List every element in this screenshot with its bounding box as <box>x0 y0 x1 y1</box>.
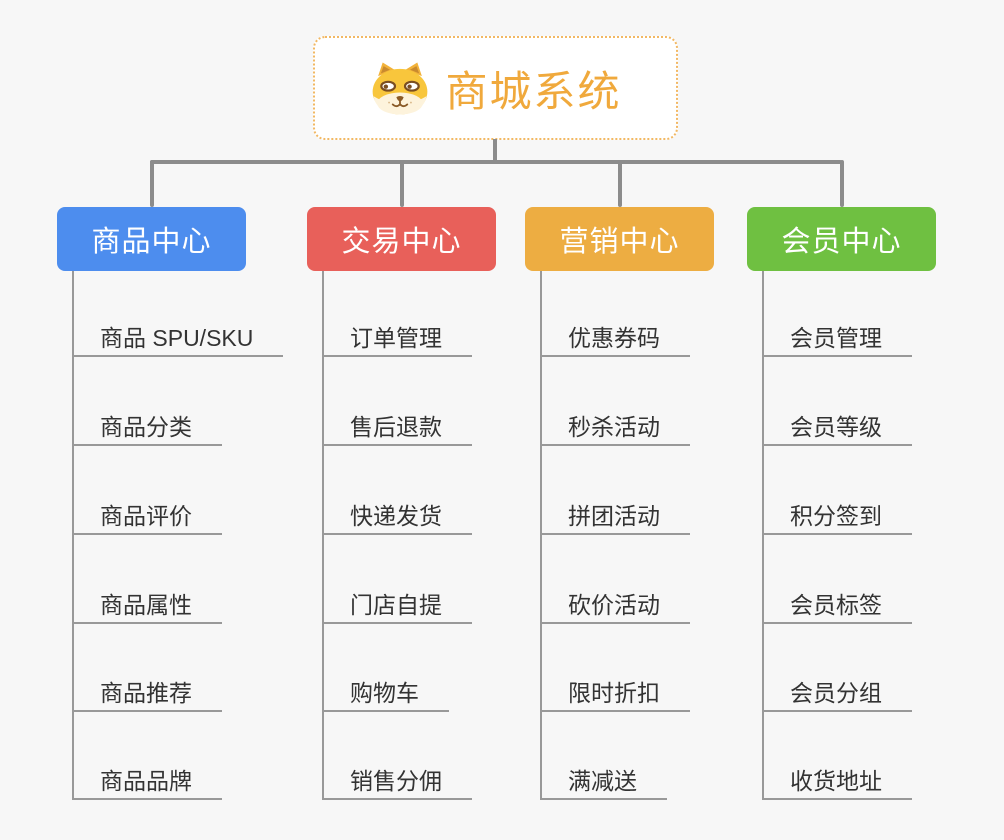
dog-face-icon <box>373 62 428 115</box>
child-node[interactable]: 砍价活动 <box>541 588 690 624</box>
child-node[interactable]: 购物车 <box>323 676 449 712</box>
root-node[interactable]: 商城系统 <box>313 36 678 140</box>
connector-drop-member <box>840 160 844 207</box>
connector-drop-marketing <box>618 160 622 207</box>
child-node[interactable]: 积分签到 <box>763 499 912 535</box>
child-node[interactable]: 商品 SPU/SKU <box>73 321 284 357</box>
connector-root-stem <box>493 139 497 163</box>
child-node[interactable]: 收货地址 <box>763 764 912 800</box>
branch-label: 交易中心 <box>341 226 462 258</box>
child-node[interactable]: 限时折扣 <box>541 676 690 712</box>
child-node[interactable]: 会员管理 <box>763 321 912 357</box>
child-node[interactable]: 商品属性 <box>73 588 222 624</box>
connector-rail <box>150 160 842 164</box>
child-node[interactable]: 商品评价 <box>73 499 222 535</box>
branch-node-trade-center[interactable]: 交易中心 <box>307 207 496 271</box>
branch-column-product: 商品中心 商品 SPU/SKU 商品分类 商品评价 商品属性 商品推荐 商品品牌 <box>57 207 284 807</box>
branch-column-marketing: 营销中心 优惠券码 秒杀活动 拼团活动 砍价活动 限时折扣 满减送 <box>525 207 745 807</box>
child-node[interactable]: 会员分组 <box>763 676 912 712</box>
branch-node-product-center[interactable]: 商品中心 <box>57 207 246 271</box>
child-node[interactable]: 商品推荐 <box>73 676 222 712</box>
connector-drop-product <box>150 160 154 207</box>
root-node-title: 商城系统 <box>445 67 622 115</box>
child-node[interactable]: 订单管理 <box>323 321 472 357</box>
branch-column-trade: 交易中心 订单管理 售后退款 快递发货 门店自提 购物车 销售分佣 <box>307 207 527 807</box>
branch-column-member: 会员中心 会员管理 会员等级 积分签到 会员标签 会员分组 收货地址 <box>747 207 967 807</box>
branch-child-connector <box>72 271 74 800</box>
child-node[interactable]: 门店自提 <box>323 588 472 624</box>
branch-node-marketing-center[interactable]: 营销中心 <box>525 207 714 271</box>
branch-label: 会员中心 <box>781 226 902 258</box>
child-node[interactable]: 售后退款 <box>323 410 472 446</box>
child-node[interactable]: 优惠券码 <box>541 321 690 357</box>
branch-child-connector <box>322 271 324 800</box>
child-node[interactable]: 会员等级 <box>763 410 912 446</box>
child-node[interactable]: 满减送 <box>541 764 667 800</box>
child-node[interactable]: 秒杀活动 <box>541 410 690 446</box>
branch-node-member-center[interactable]: 会员中心 <box>747 207 936 271</box>
branch-child-connector <box>540 271 542 800</box>
child-node[interactable]: 商品分类 <box>73 410 222 446</box>
child-node[interactable]: 会员标签 <box>763 588 912 624</box>
child-node[interactable]: 销售分佣 <box>323 764 472 800</box>
branch-label: 营销中心 <box>559 226 680 258</box>
branch-label: 商品中心 <box>91 226 212 258</box>
child-node[interactable]: 拼团活动 <box>541 499 690 535</box>
connector-drop-trade <box>400 160 404 207</box>
child-node[interactable]: 商品品牌 <box>73 764 222 800</box>
child-node[interactable]: 快递发货 <box>323 499 472 535</box>
branch-child-connector <box>762 271 764 800</box>
